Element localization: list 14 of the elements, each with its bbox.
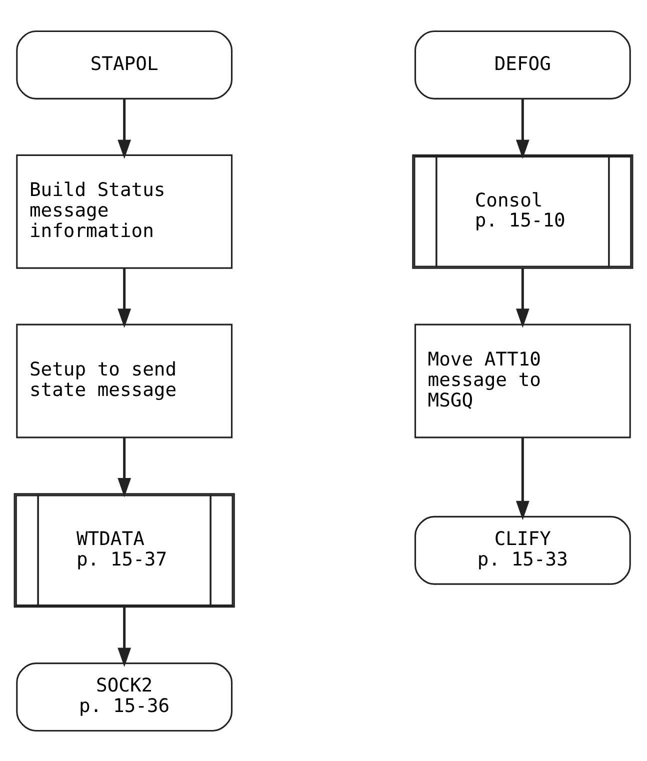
arrow [118, 606, 132, 666]
node-box: Build Status message information [16, 154, 233, 268]
node-box: Setup to send state message [16, 323, 233, 438]
arrow [118, 98, 132, 158]
node-box: Move ATT10 message to MSGQ [414, 323, 631, 438]
arrow [516, 98, 530, 158]
arrow [118, 436, 132, 497]
node-box: SOCK2 p. 15-36 [16, 662, 233, 731]
node-box: CLIFY p. 15-33 [414, 515, 631, 584]
arrow [516, 436, 530, 520]
node-box: STAPOL [16, 30, 233, 99]
arrow [118, 268, 132, 328]
arrow [516, 268, 530, 328]
node-box: DEFOG [414, 30, 631, 99]
